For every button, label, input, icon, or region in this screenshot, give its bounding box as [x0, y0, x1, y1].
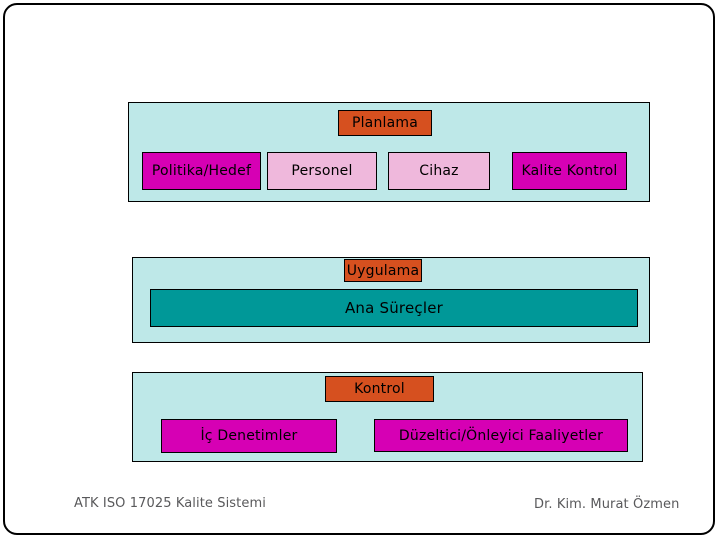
planlama-item-politika-hedef[interactable]: Politika/Hedef — [142, 152, 261, 190]
footer-system-name: ATK ISO 17025 Kalite Sistemi — [74, 496, 266, 511]
phase-header-uygulama: Uygulama — [344, 259, 422, 282]
kontrol-item-duzeltici-onleyici-faaliyetler[interactable]: Düzeltici/Önleyici Faaliyetler — [374, 419, 628, 452]
planlama-item-kalite-kontrol[interactable]: Kalite Kontrol — [512, 152, 627, 190]
uygulama-item-ana-surecler[interactable]: Ana Süreçler — [150, 289, 638, 327]
planlama-item-personel[interactable]: Personel — [267, 152, 377, 190]
planlama-item-cihaz[interactable]: Cihaz — [388, 152, 490, 190]
footer-author-name: Dr. Kim. Murat Özmen — [534, 497, 680, 512]
kontrol-item-ic-denetimler[interactable]: İç Denetimler — [161, 419, 337, 453]
phase-header-kontrol: Kontrol — [325, 376, 434, 402]
phase-header-planlama: Planlama — [338, 110, 432, 136]
